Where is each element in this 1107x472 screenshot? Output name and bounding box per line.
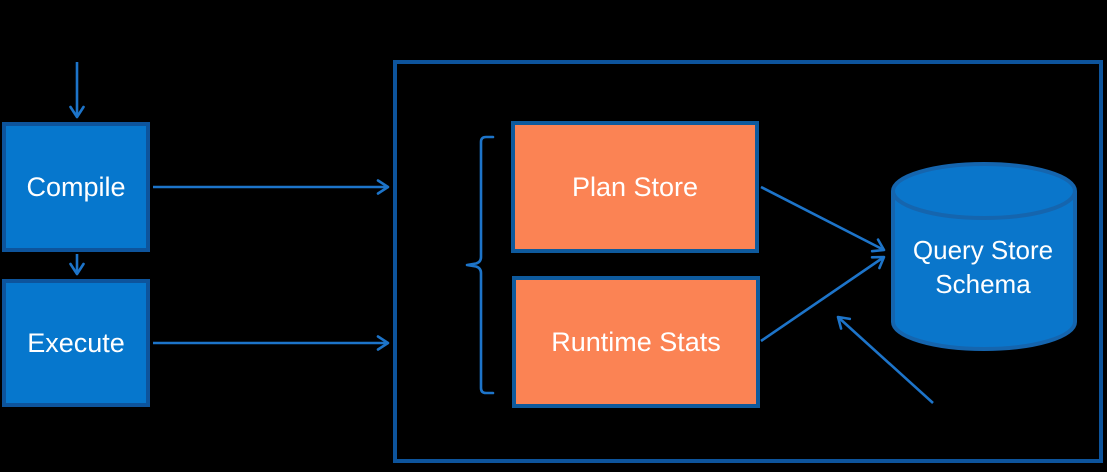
query-store-container-box: [393, 60, 1103, 463]
node-plan-store: Plan Store: [511, 121, 759, 253]
node-plan-store-label: Plan Store: [571, 171, 699, 202]
node-runtime-stats: Runtime Stats: [512, 276, 760, 408]
node-execute: Execute: [2, 279, 150, 407]
database-cylinder-icon: [891, 162, 1077, 351]
node-query-store-schema-label: Query Store Schema: [912, 235, 1054, 299]
arrow-plan-store-to-schema: [760, 185, 886, 253]
left-curly-brace-icon: [465, 135, 495, 395]
node-compile-label: Compile: [26, 171, 126, 202]
arrow-runtime-stats-to-schema: [760, 255, 886, 343]
arrow-async-to-schema: [836, 315, 934, 404]
node-execute-label: Execute: [27, 327, 125, 358]
node-compile: Compile: [2, 122, 150, 252]
node-runtime-stats-label: Runtime Stats: [551, 326, 721, 357]
